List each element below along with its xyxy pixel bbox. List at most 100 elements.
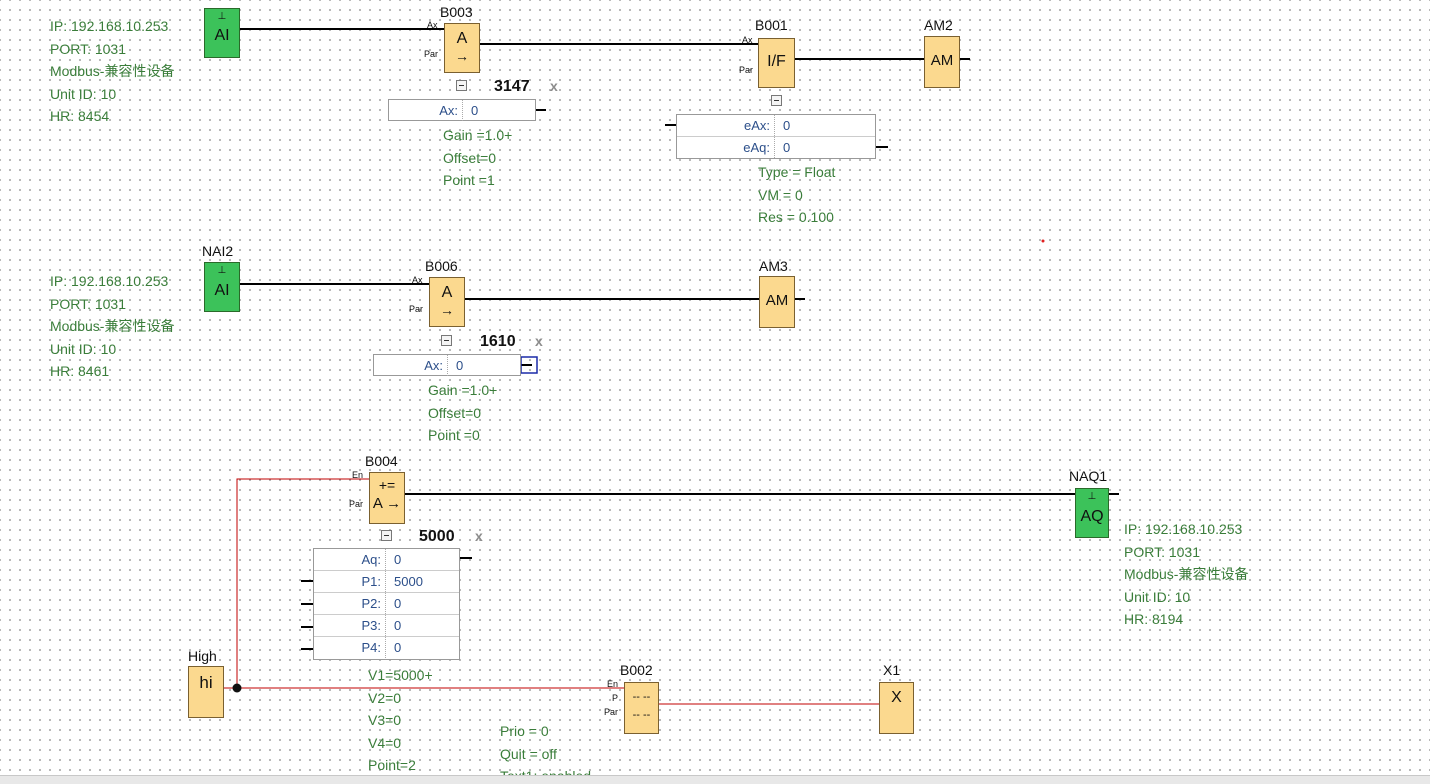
param-value: 0	[394, 640, 402, 655]
net-port: PORT: 1031	[50, 295, 127, 312]
prop-line: Point =0	[428, 427, 480, 443]
analog-amplifier-block-b006[interactable]: A →	[429, 277, 465, 327]
pin-en: En	[352, 470, 364, 480]
net-unit-id: Unit ID: 10	[1124, 588, 1191, 605]
net-protocol: Modbus-兼容性设备	[50, 63, 175, 79]
net-protocol: Modbus-兼容性设备	[50, 318, 175, 334]
net-source-2: IP: 192.168.10.253 PORT: 1031 Modbus-兼容性…	[50, 270, 174, 383]
block-name-x1: X1	[883, 662, 901, 678]
analog-amplifier-block-b003[interactable]: A →	[444, 23, 480, 73]
block-name-b003: B003	[440, 4, 473, 20]
analog-flag-block-am2[interactable]: AM	[924, 36, 960, 88]
analog-multiplexer-block-b004[interactable]: += A →	[369, 472, 405, 524]
param-table-b001[interactable]: eAx: 0 eAq: 0	[676, 114, 876, 159]
param-table-b003[interactable]: Ax: 0	[388, 99, 536, 121]
net-hr: HR: 8194	[1124, 611, 1184, 627]
block-symbol: I/F	[767, 53, 786, 70]
param-key: P2:	[314, 593, 386, 614]
param-row: Aq: 0	[314, 549, 459, 571]
block-name-b004: B004	[365, 453, 398, 469]
prop-line: Type = Float	[758, 164, 836, 180]
prop-line: Offset=0	[428, 404, 482, 421]
param-value: 0	[394, 618, 402, 633]
net-unit-id: Unit ID: 10	[50, 340, 117, 357]
param-row: P2: 0	[314, 593, 459, 615]
block-symbol: X	[891, 689, 902, 706]
props-b004: V1=5000+ V2=0 V3=0 V4=0 Point=2	[368, 664, 433, 777]
param-key: eAq:	[677, 137, 775, 158]
param-value: 0	[456, 358, 464, 373]
prop-line: Gain =1.0+	[428, 382, 498, 398]
message-text-block-b002[interactable]: -- -- -- --	[624, 682, 659, 734]
net-hr: HR: 8454	[50, 108, 110, 124]
param-table-b004[interactable]: Aq: 0 P1: 5000 P2: 0 P3: 0 P4: 0	[313, 548, 460, 660]
prop-line: Prio = 0	[500, 723, 549, 739]
network-analog-output-block[interactable]: ⊥ AQ	[1075, 488, 1109, 538]
prop-line: Offset=0	[443, 149, 497, 166]
props-b002: Prio = 0 Quit = off Text1: enabled	[500, 720, 591, 776]
red-dot-marker	[1041, 239, 1045, 243]
param-value: 0	[394, 552, 402, 567]
param-key: P3:	[314, 615, 386, 636]
open-connector-block-x1[interactable]: X	[879, 682, 914, 734]
block-name-b002: B002	[620, 662, 653, 678]
pin-par: Par	[424, 49, 439, 59]
prop-line: Point=2	[368, 757, 416, 773]
prop-line: Gain =1.0+	[443, 127, 513, 143]
props-b003: Gain =1.0+ Offset=0 Point =1	[443, 124, 512, 192]
close-icon[interactable]: x	[535, 333, 543, 349]
net-ip: IP: 192.168.10.253	[50, 18, 169, 34]
param-value: 0	[783, 118, 791, 133]
analog-input-block[interactable]: ⊥ AI	[204, 8, 240, 58]
collapse-icon[interactable]	[456, 80, 467, 91]
net-port: PORT: 1031	[50, 40, 127, 57]
collapse-icon[interactable]	[771, 95, 782, 106]
pin-ax: Ax	[427, 20, 438, 30]
int-to-float-block-b001[interactable]: I/F	[758, 38, 795, 88]
selection-marker	[520, 356, 538, 374]
network-analog-input-block[interactable]: ⊥ AI	[204, 262, 240, 312]
param-value: 0	[394, 596, 402, 611]
block-symbol: +=	[378, 477, 396, 493]
net-hr: HR: 8461	[50, 363, 110, 379]
prop-line: Text1: enabled	[500, 768, 592, 776]
block-symbol: AI	[214, 27, 230, 44]
block-symbol: hi	[199, 673, 213, 692]
param-table-b006[interactable]: Ax: 0	[373, 354, 521, 376]
block-value-b003: 3147	[494, 78, 530, 95]
param-row: P1: 5000	[314, 571, 459, 593]
close-icon[interactable]: x	[475, 528, 483, 544]
horizontal-scrollbar[interactable]	[0, 775, 1430, 784]
pin-en: En	[607, 679, 619, 689]
block-symbol: A	[441, 284, 453, 301]
arrow-icon: →	[455, 48, 469, 64]
net-unit-id: Unit ID: 10	[50, 85, 117, 102]
collapse-icon[interactable]	[381, 530, 392, 541]
pin-par: Par	[604, 707, 619, 717]
param-key: Aq:	[314, 549, 386, 570]
block-symbol: -- --	[632, 691, 651, 703]
output-marker-icon: ⊥	[1087, 491, 1097, 502]
block-symbol: AI	[214, 282, 230, 299]
net-ip: IP: 192.168.10.253	[50, 273, 169, 289]
block-name-naq1: NAQ1	[1069, 468, 1108, 484]
prop-line: V1=5000+	[368, 667, 433, 683]
close-icon[interactable]: x	[550, 78, 558, 94]
block-name-high: High	[188, 648, 217, 664]
analog-flag-block-am3[interactable]: AM	[759, 276, 795, 328]
param-key: eAx:	[677, 115, 775, 136]
param-key: P1:	[314, 571, 386, 592]
block-symbol: AM	[765, 292, 789, 309]
prop-line: Quit = off	[500, 745, 557, 762]
block-symbol: -- --	[632, 709, 651, 721]
param-key: Ax:	[374, 355, 448, 376]
net-source-1: IP: 192.168.10.253 PORT: 1031 Modbus-兼容性…	[50, 15, 174, 128]
constant-high-block[interactable]: hi	[188, 666, 224, 718]
net-port: PORT: 1031	[1124, 543, 1201, 560]
pin-par: Par	[349, 499, 364, 509]
prop-line: V2=0	[368, 689, 402, 706]
param-row: eAq: 0	[677, 137, 875, 159]
block-symbol: AQ	[1080, 508, 1104, 525]
collapse-icon[interactable]	[441, 335, 452, 346]
